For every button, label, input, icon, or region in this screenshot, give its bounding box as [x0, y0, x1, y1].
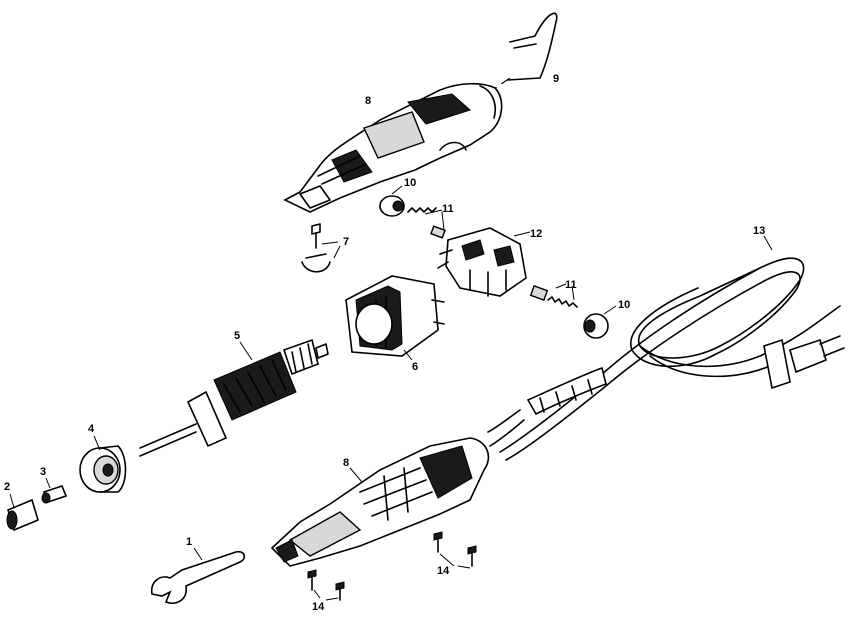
callout-labels: 1 2 3 4 5 6 7 8 8 9 10 10 11 11 12 13 14… — [4, 73, 765, 613]
callout-8-top: 8 — [365, 95, 371, 107]
part-8-top-housing — [283, 82, 503, 213]
callout-13: 13 — [753, 225, 765, 237]
callout-14-right: 14 — [437, 565, 450, 577]
part-5-armature — [139, 338, 329, 457]
callout-14-left: 14 — [312, 601, 325, 613]
callout-7: 7 — [343, 236, 349, 248]
callout-11-top: 11 — [442, 203, 454, 215]
callout-10-top: 10 — [404, 177, 416, 189]
callout-3: 3 — [40, 466, 46, 478]
callout-9: 9 — [553, 73, 559, 85]
callout-12: 12 — [530, 228, 542, 240]
part-10-bushing-top — [379, 185, 405, 217]
callout-6: 6 — [412, 361, 418, 373]
part-12-switch-assembly — [437, 227, 531, 297]
part-8-bottom-housing — [270, 437, 490, 567]
part-6-field-stator — [345, 275, 445, 361]
callout-10-right: 10 — [618, 299, 630, 311]
part-2-collet-cap — [6, 493, 39, 532]
part-3-collet — [41, 477, 68, 504]
part-10-bushing-right — [583, 305, 617, 339]
callout-1: 1 — [186, 536, 192, 548]
part-14-screws — [307, 531, 477, 601]
part-11-spring-right — [529, 283, 578, 308]
part-1-wrench — [150, 547, 246, 604]
callout-11-right: 11 — [565, 279, 577, 291]
part-11-spring-top — [407, 207, 446, 239]
part-7-screw-clip — [301, 223, 341, 273]
callout-8-bottom: 8 — [343, 457, 349, 469]
callout-5: 5 — [234, 330, 240, 342]
part-13-power-cord — [487, 235, 845, 461]
part-4-nut — [79, 435, 127, 493]
callout-4: 4 — [88, 423, 95, 435]
callout-2: 2 — [4, 481, 10, 493]
